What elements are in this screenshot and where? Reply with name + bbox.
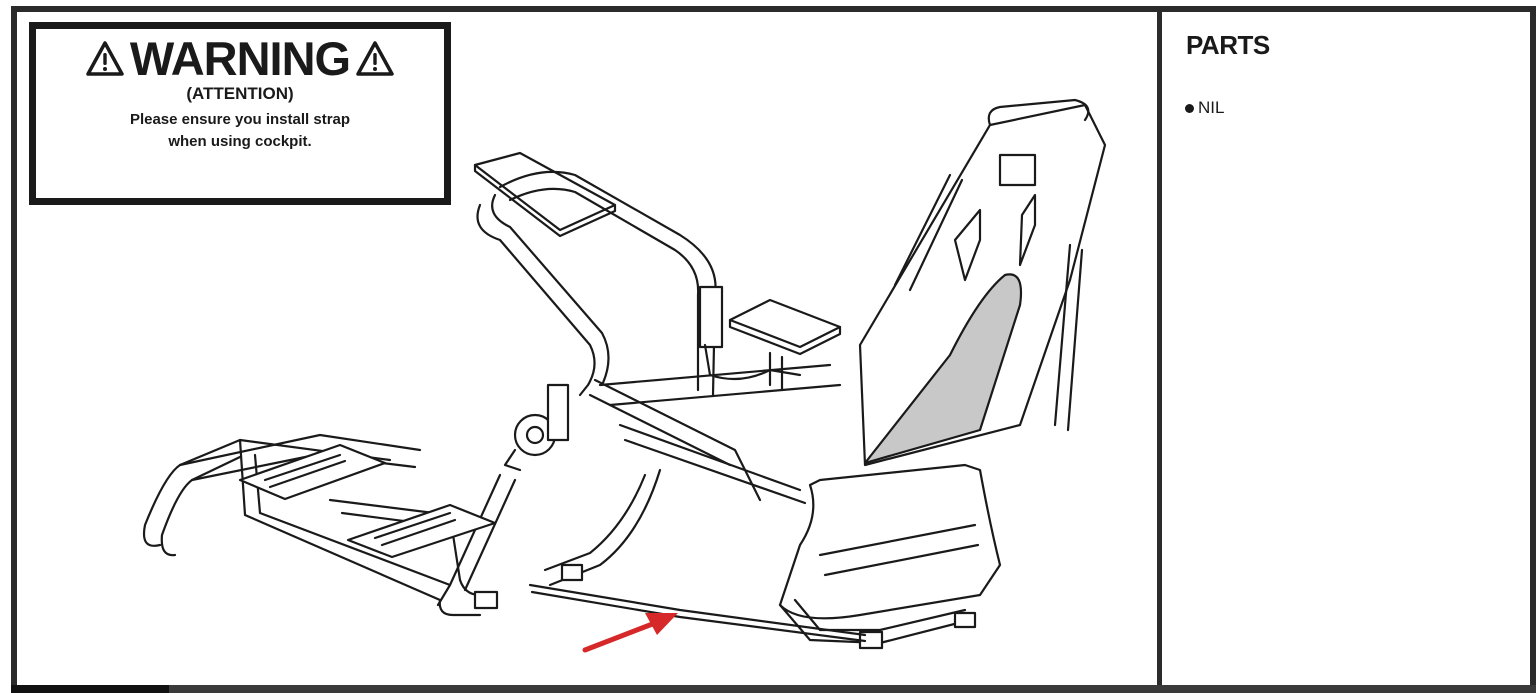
cockpit-illustration	[142, 98, 1107, 653]
seat-mesh	[863, 273, 1023, 465]
shifter-plate	[728, 298, 842, 349]
warning-subtitle: (ATTENTION)	[186, 84, 294, 103]
seat-back	[858, 103, 1107, 467]
warning-triangle-icon	[356, 40, 394, 76]
parts-title: PARTS	[1186, 30, 1270, 60]
floor-strap	[528, 583, 867, 643]
warning-heading: WARNING	[36, 33, 444, 85]
warning-message-line-1: Please ensure you install strap	[129, 111, 351, 128]
pedal-rail	[142, 438, 392, 557]
warning-title: WARNING	[129, 32, 351, 85]
wheel-mount-plate	[473, 151, 617, 232]
main-crossbar	[588, 378, 762, 502]
parts-item-label: NIL	[1198, 98, 1225, 117]
bullet-icon	[1185, 103, 1194, 113]
page-frame	[11, 6, 1536, 685]
warning-triangle-icon	[86, 40, 124, 76]
bottom-bar	[11, 685, 1536, 693]
warning-message: Please ensure you install strap when usi…	[36, 109, 444, 153]
warning-box: WARNING (ATTENTION) Please ensure you in…	[29, 22, 451, 205]
strap-indicator-arrow	[582, 613, 678, 653]
bottom-bar-accent	[11, 685, 169, 693]
column-divider	[1157, 6, 1162, 685]
warning-message-line-2: when using cockpit.	[168, 133, 312, 150]
wheel-post-tube	[476, 203, 596, 397]
parts-list-item: NIL	[1185, 98, 1224, 118]
